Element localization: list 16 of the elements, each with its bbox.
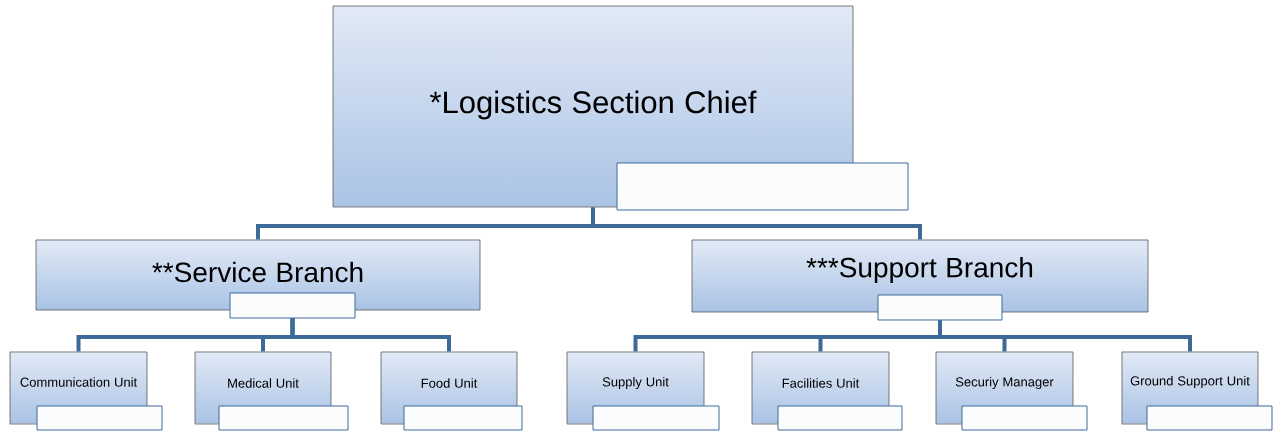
org-box: **Service Branch [35, 239, 481, 311]
name-box [961, 405, 1088, 431]
name-box [36, 405, 163, 431]
name-box [592, 405, 720, 431]
name-box [1146, 405, 1273, 431]
connector-line [290, 318, 451, 352]
name-box [229, 292, 356, 319]
name-box [616, 162, 909, 211]
connector-line [591, 207, 922, 240]
name-box [777, 405, 903, 431]
org-box: ***Support Branch [691, 239, 1149, 313]
connector-line [938, 320, 1192, 352]
name-box [403, 405, 523, 431]
name-box [218, 405, 349, 431]
name-box [877, 294, 1003, 321]
org-box: *Logistics Section Chief [332, 5, 854, 208]
